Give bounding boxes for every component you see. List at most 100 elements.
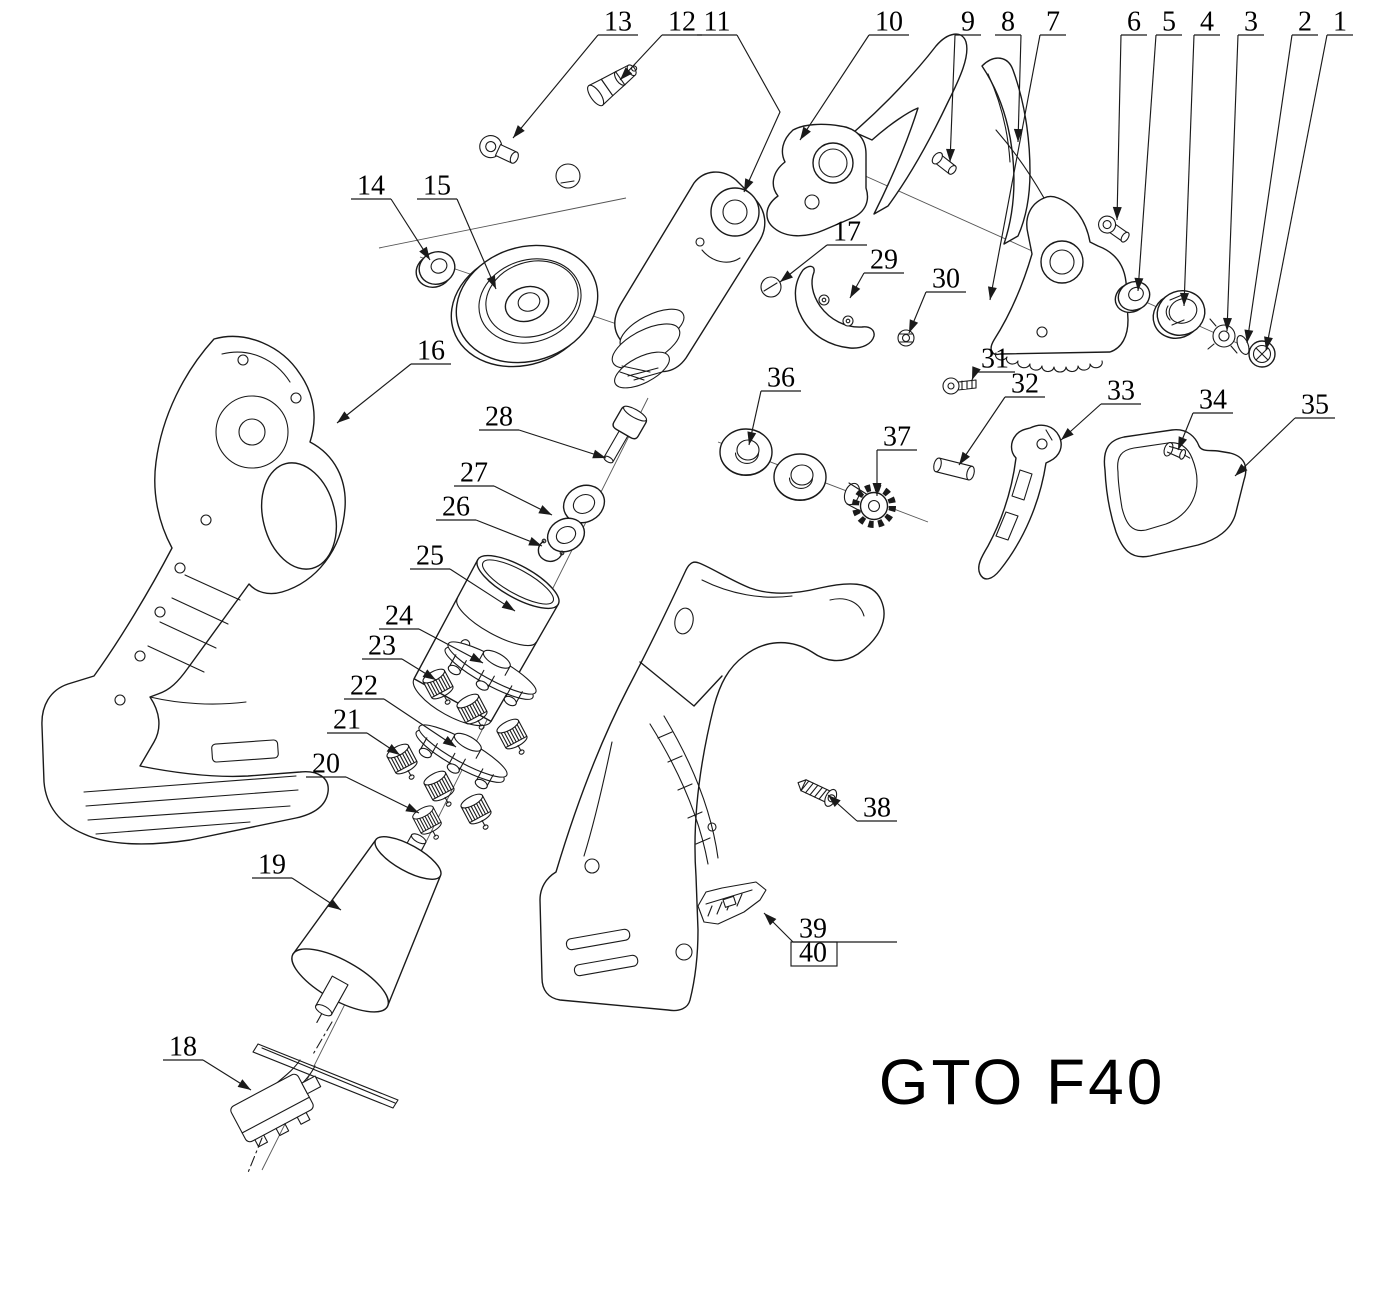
cam-pulley-15 xyxy=(450,244,599,368)
callout-label-37: 37 xyxy=(883,422,911,453)
callout-arrow-35 xyxy=(1235,463,1248,476)
slotted-nut-4 xyxy=(1152,290,1206,339)
callout-arrow-1 xyxy=(1264,336,1273,350)
callout-label-12: 12 xyxy=(668,7,696,38)
callout-leader-22 xyxy=(383,698,457,748)
callout-label-35: 35 xyxy=(1301,390,1329,421)
callout-leader-8 xyxy=(1017,34,1022,143)
callout-label-18: 18 xyxy=(169,1032,197,1063)
product-title: GTO F40 xyxy=(879,1046,1166,1118)
callout-arrow-30 xyxy=(909,319,919,333)
callout-label-30: 30 xyxy=(932,264,960,295)
callout-arrow-27 xyxy=(538,505,552,515)
callout-arrow-15 xyxy=(486,275,496,289)
planet-gear-23c xyxy=(494,715,534,761)
callout-arrow-11 xyxy=(744,178,754,192)
callout-leader-10 xyxy=(799,34,870,141)
callout-arrow-12 xyxy=(620,67,633,80)
callout-arrow-14 xyxy=(419,246,430,260)
callout-label-8: 8 xyxy=(1001,7,1015,38)
callout-label-38: 38 xyxy=(863,793,891,824)
callout-arrow-21 xyxy=(386,744,400,755)
callout-label-24: 24 xyxy=(385,601,413,632)
callout-arrow-3 xyxy=(1222,317,1232,331)
counter-blade-8 xyxy=(981,57,1031,245)
callout-arrow-29 xyxy=(850,284,861,298)
callout-arrow-6 xyxy=(1112,206,1122,220)
callout-label-25: 25 xyxy=(416,541,444,572)
callout-label-5: 5 xyxy=(1162,7,1176,38)
callout-leader-20 xyxy=(345,776,420,814)
callout-arrow-26 xyxy=(528,537,542,546)
callout-arrow-16 xyxy=(337,411,350,423)
callout-arrow-4 xyxy=(1179,292,1189,306)
callout-arrow-20 xyxy=(405,803,419,813)
callout-label-33: 33 xyxy=(1107,376,1135,407)
callout-leader-5 xyxy=(1137,34,1157,292)
guard-cover-35 xyxy=(1103,429,1247,558)
washer-5 xyxy=(1114,280,1151,314)
callout-label-3: 3 xyxy=(1244,7,1258,38)
callout-label-6: 6 xyxy=(1127,7,1141,38)
callout-label-9: 9 xyxy=(961,7,975,38)
lock-washer-3 xyxy=(1207,318,1238,354)
callout-leader-32 xyxy=(958,396,1006,466)
callout-label-17: 17 xyxy=(833,217,861,248)
callout-leader-16 xyxy=(336,363,412,424)
planet-gear-21c xyxy=(458,790,498,836)
steel-ball-upper xyxy=(555,163,581,189)
right-housing-half xyxy=(539,561,885,1012)
callout-label-34: 34 xyxy=(1199,385,1227,416)
callout-arrow-39 xyxy=(764,913,777,926)
callout-arrow-34 xyxy=(1178,436,1188,450)
callout-arrow-2 xyxy=(1244,329,1254,343)
callout-label-19: 19 xyxy=(258,850,286,881)
callout-leader-11 xyxy=(736,34,781,193)
callout-arrow-7 xyxy=(987,286,997,300)
screw-38 xyxy=(797,779,838,807)
callout-label-40: 40 xyxy=(799,938,827,969)
callout-arrow-31 xyxy=(972,366,981,380)
pin-13 xyxy=(479,135,519,164)
callout-label-4: 4 xyxy=(1200,7,1214,38)
pinion-gear-37 xyxy=(843,482,896,528)
nut-30 xyxy=(897,329,915,347)
callout-leader-6 xyxy=(1116,34,1122,221)
callout-label-23: 23 xyxy=(368,631,396,662)
callout-label-16: 16 xyxy=(417,336,445,367)
callout-leader-13 xyxy=(512,34,599,139)
callout-label-27: 27 xyxy=(460,458,488,489)
callout-arrow-28 xyxy=(592,449,606,459)
pivot-pin-6 xyxy=(1098,215,1130,243)
callout-label-32: 32 xyxy=(1011,369,1039,400)
callout-arrow-22 xyxy=(442,736,456,747)
callout-leader-15 xyxy=(456,198,497,290)
callout-label-20: 20 xyxy=(312,749,340,780)
fixed-blade-gear-sector-7 xyxy=(990,129,1129,373)
bushing-36a xyxy=(719,428,773,477)
callout-label-11: 11 xyxy=(704,7,731,38)
callout-label-29: 29 xyxy=(870,245,898,276)
washer-2 xyxy=(1236,334,1250,356)
callout-label-14: 14 xyxy=(357,171,385,202)
callout-arrow-9 xyxy=(946,148,956,162)
gearbox-housing xyxy=(611,171,766,389)
moving-blade-link-10 xyxy=(766,33,968,237)
callout-label-10: 10 xyxy=(875,7,903,38)
planet-gear-21b xyxy=(421,767,461,813)
callout-leader-28 xyxy=(518,429,607,459)
callout-arrow-32 xyxy=(959,451,971,465)
callout-label-39: 39 xyxy=(799,914,827,945)
callout-arrow-33 xyxy=(1061,427,1074,440)
callout-label-28: 28 xyxy=(485,402,513,433)
latch-button-39-40 xyxy=(697,881,767,925)
callout-label-15: 15 xyxy=(423,171,451,202)
callout-box-40 xyxy=(790,941,838,967)
callout-arrow-13 xyxy=(513,125,525,138)
callout-arrow-18 xyxy=(237,1079,251,1090)
left-housing-half xyxy=(41,335,346,845)
switch-pcb-18 xyxy=(230,1021,399,1176)
